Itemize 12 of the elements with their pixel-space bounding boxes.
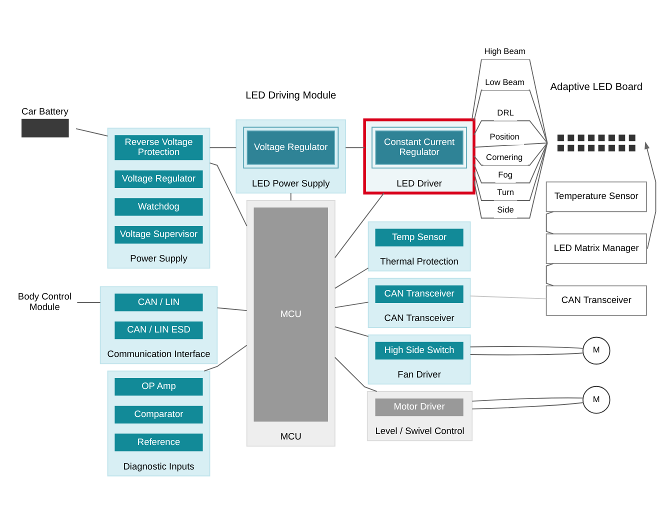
edge-label: DRL xyxy=(497,106,514,117)
label: LED Driving Module xyxy=(246,90,336,101)
edge-label: Side xyxy=(497,204,514,214)
edge-label: Fog xyxy=(498,168,512,179)
label: Adaptive LED Board xyxy=(550,81,643,92)
edge-label: Turn xyxy=(497,186,514,197)
node-text: Body Control Module xyxy=(18,291,72,312)
edge-label: Position xyxy=(490,130,520,141)
node-label: Car Battery xyxy=(22,106,68,116)
edge-label: Cornering xyxy=(486,151,523,162)
edge-label: Low Beam xyxy=(485,76,524,86)
edge-label: High Beam xyxy=(484,46,526,56)
